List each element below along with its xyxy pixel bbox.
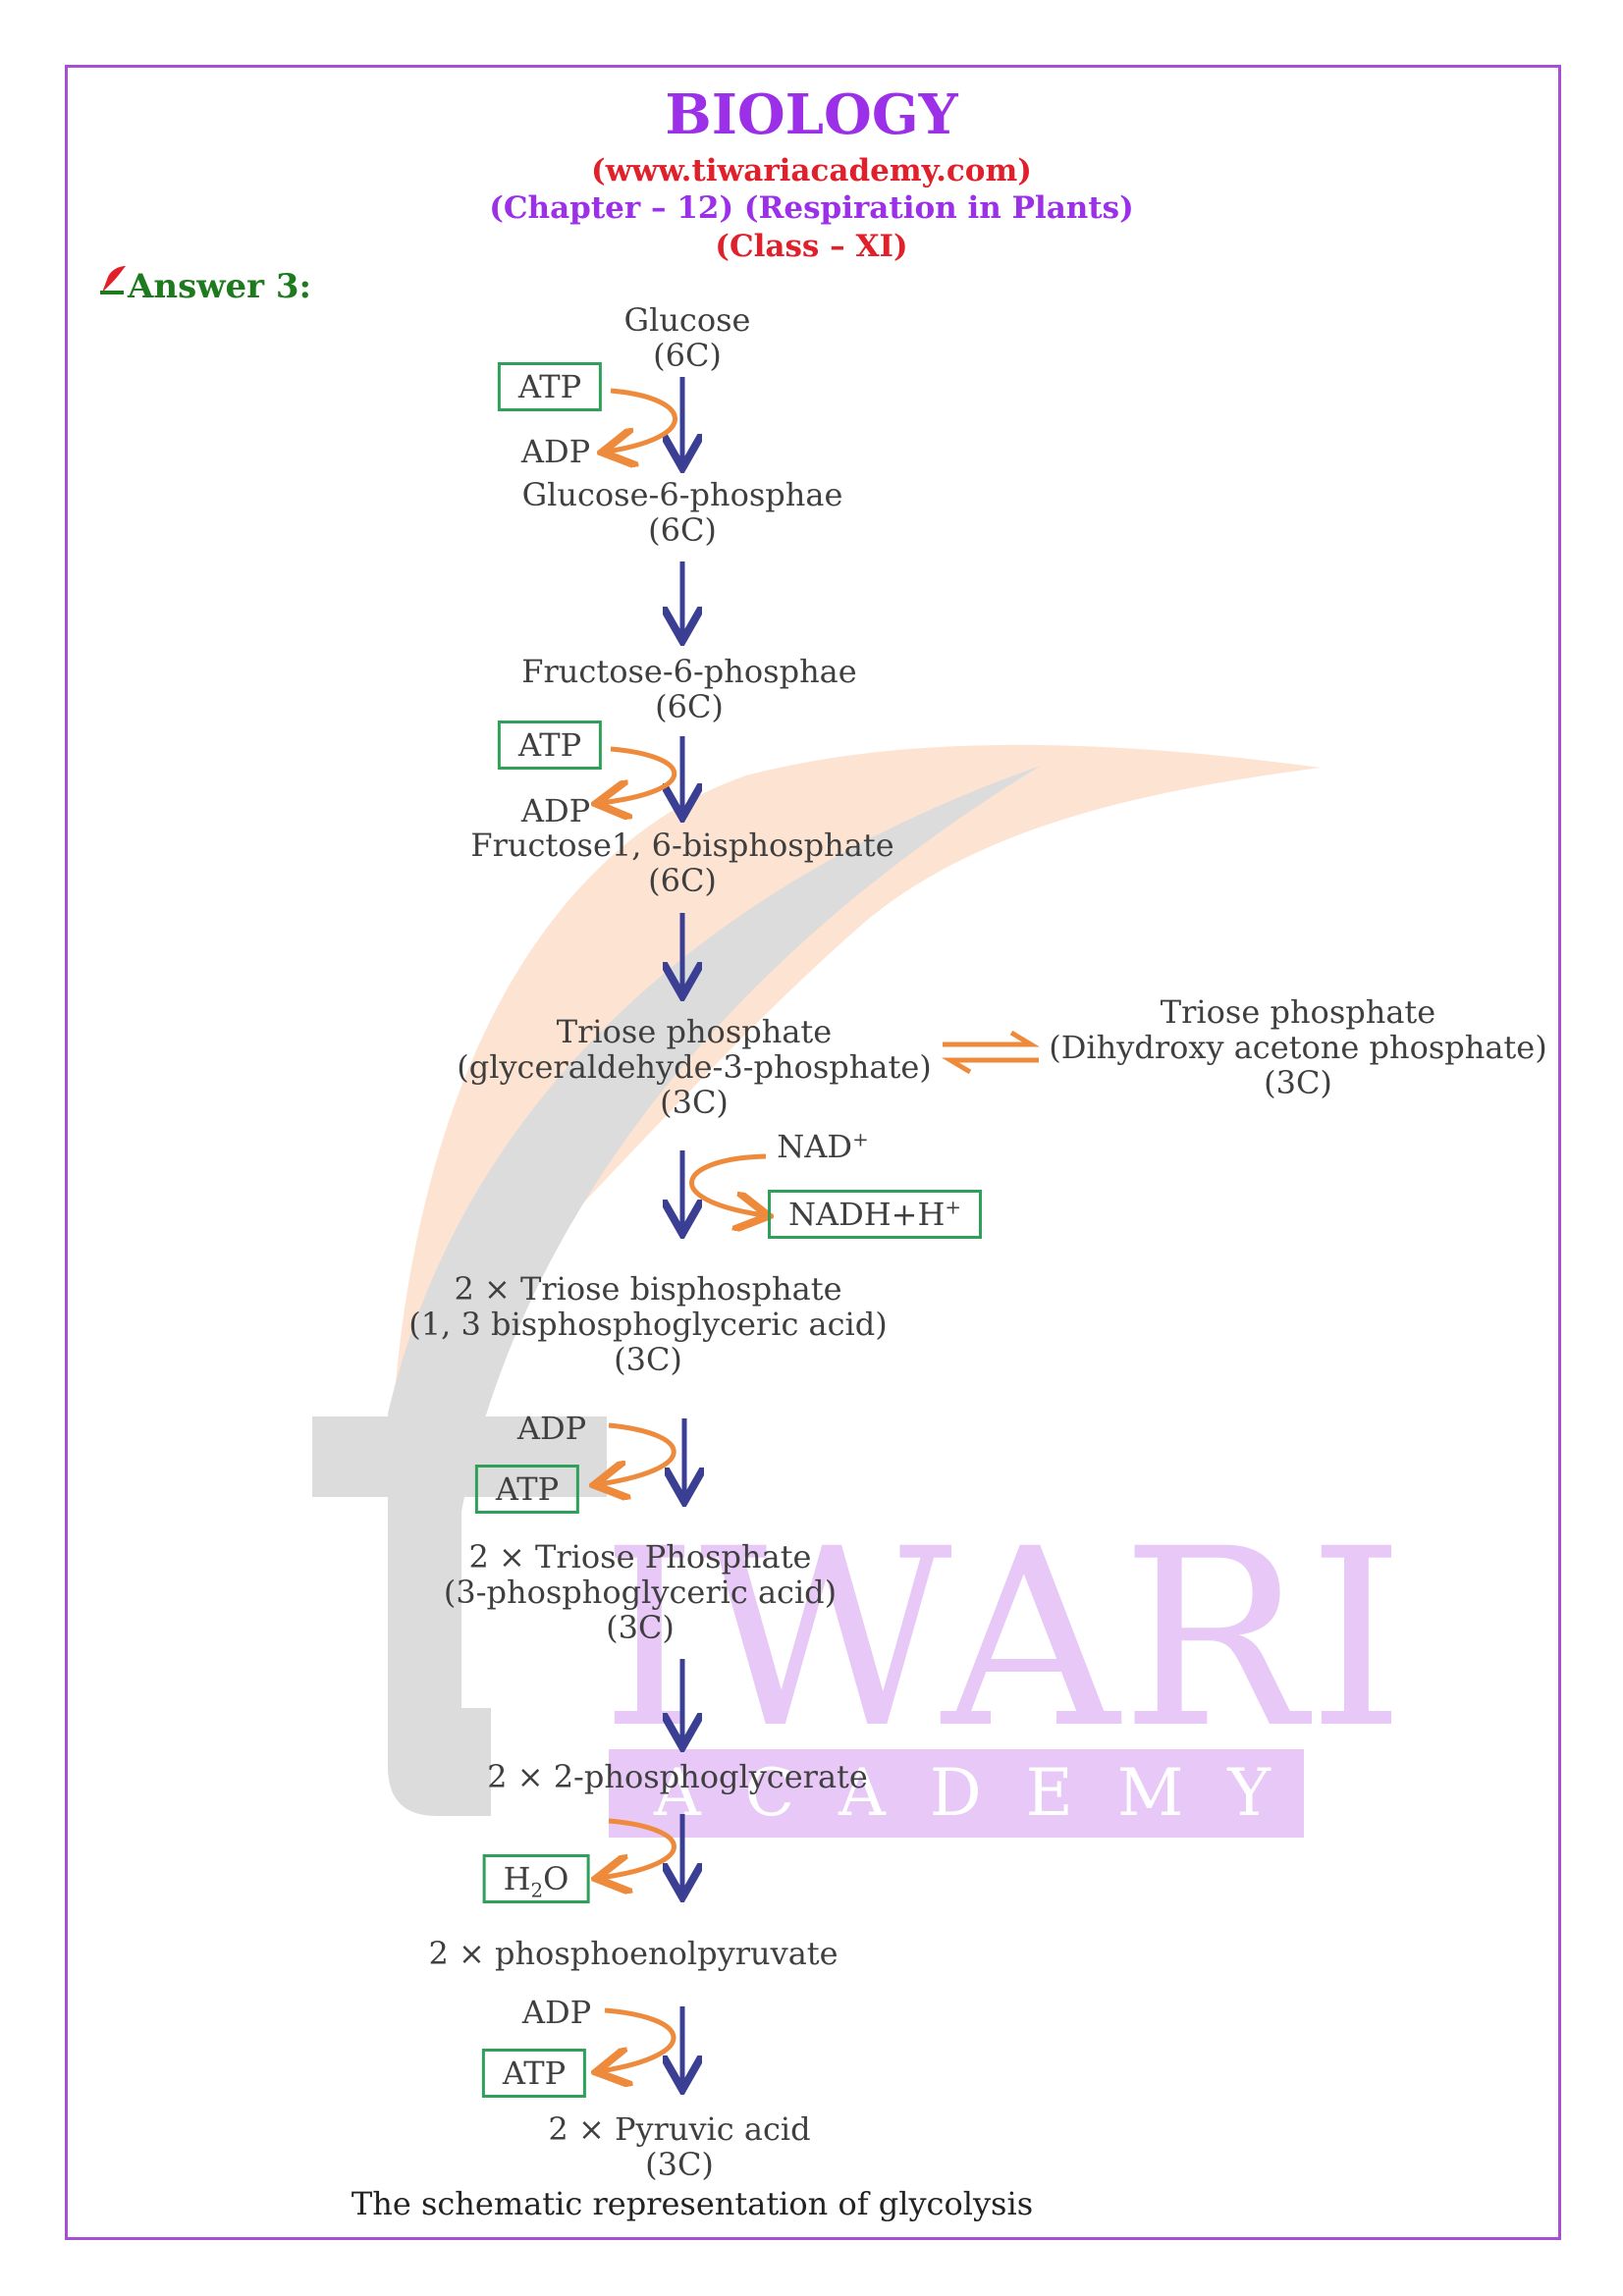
chapter-heading: (Chapter – 12) (Respiration in Plants) [489, 190, 1134, 226]
adp4-label: ADP [521, 1994, 592, 2031]
atp4-box: ATP [481, 2049, 587, 2098]
watermark-t-stem [388, 766, 1041, 1816]
adp3-label: ADP [516, 1410, 587, 1447]
pga-detail: (3-phosphoglyceric acid) [443, 1574, 838, 1611]
arrow-atp1-to-adp1 [607, 388, 677, 452]
page-title: BIOLOGY [665, 82, 958, 147]
atp2-box: ATP [497, 721, 603, 770]
arrow-adp4-to-atp4 [601, 2007, 676, 2071]
atp3-box: ATP [474, 1465, 580, 1514]
h2o-h: H [503, 1860, 531, 1897]
watermark-t-bar [312, 1416, 607, 1497]
nad-label: NAD+ [777, 1129, 868, 1164]
pg2-name: 2 × 2-phosphoglycerate [487, 1758, 868, 1795]
answer-label: Answer 3: [128, 267, 312, 306]
bpg-carbons: (3C) [614, 1341, 682, 1378]
watermark-leaf-shape [395, 744, 1321, 1394]
g3p-name: Triose phosphate [556, 1013, 833, 1050]
website-link[interactable]: (www.tiwariacademy.com) [591, 153, 1032, 188]
pen-icon [100, 266, 126, 294]
nad-charge: + [852, 1128, 869, 1151]
arrow-atp2-to-adp2 [601, 746, 676, 803]
f16bp-carbons: (6C) [648, 862, 717, 899]
h2o-o: O [543, 1860, 569, 1897]
pga-name: 2 × Triose Phosphate [468, 1538, 812, 1575]
nadh-box: NADH+H+ [767, 1190, 983, 1239]
bpg-name: 2 × Triose bisphosphate [454, 1270, 842, 1308]
equilibrium-reverse-arrow [941, 1057, 1039, 1075]
diagram-caption: The schematic representation of glycolys… [351, 2185, 1034, 2222]
pyruvate-name: 2 × Pyruvic acid [548, 2110, 811, 2148]
f6p-carbons: (6C) [655, 688, 724, 725]
pep-name: 2 × phosphoenolpyruvate [428, 1935, 839, 1972]
atp1-box: ATP [497, 362, 603, 411]
adp1-label: ADP [520, 433, 591, 470]
dhap-name: Triose phosphate [1160, 993, 1436, 1031]
arrow-adp3-to-atp3 [599, 1422, 676, 1484]
glucose-carbons: (6C) [653, 337, 722, 374]
dhap-detail: (Dihydroxy acetone phosphate) [1049, 1029, 1547, 1066]
h2o-subscript: 2 [530, 1879, 544, 1902]
page-border [65, 65, 1561, 2240]
f6p-name: Fructose-6-phosphae [521, 653, 857, 690]
bpg-detail: (1, 3 bisphosphoglyceric acid) [408, 1306, 888, 1343]
arrow-pg2-to-h2o [601, 1818, 676, 1878]
dhap-carbons: (3C) [1264, 1064, 1332, 1101]
equilibrium-forward-arrow [943, 1030, 1041, 1047]
adp2-label: ADP [520, 792, 591, 829]
watermark-brand-sub: A C A D E M Y [654, 1755, 1282, 1831]
g6p-carbons: (6C) [648, 511, 717, 549]
f16bp-name: Fructose1, 6-bisphosphate [470, 827, 894, 864]
watermark-academy-band [609, 1749, 1304, 1838]
pga-carbons: (3C) [606, 1609, 675, 1646]
nad-text: NAD [777, 1128, 853, 1165]
g3p-carbons: (3C) [660, 1084, 729, 1121]
g3p-detail: (glyceraldehyde-3-phosphate) [457, 1048, 932, 1086]
arrow-nad-to-nadh [689, 1153, 766, 1215]
watermark-brand-main: IWARI [601, 1496, 1407, 1782]
h2o-box: H2O [482, 1854, 590, 1903]
nadh-text: NADH+H [787, 1196, 946, 1233]
pyruvate-carbons: (3C) [645, 2146, 714, 2183]
g6p-name: Glucose-6-phosphae [521, 476, 843, 513]
class-heading: (Class – XI) [715, 229, 908, 264]
glucose-name: Glucose [623, 301, 751, 339]
nadh-charge: + [945, 1196, 962, 1219]
